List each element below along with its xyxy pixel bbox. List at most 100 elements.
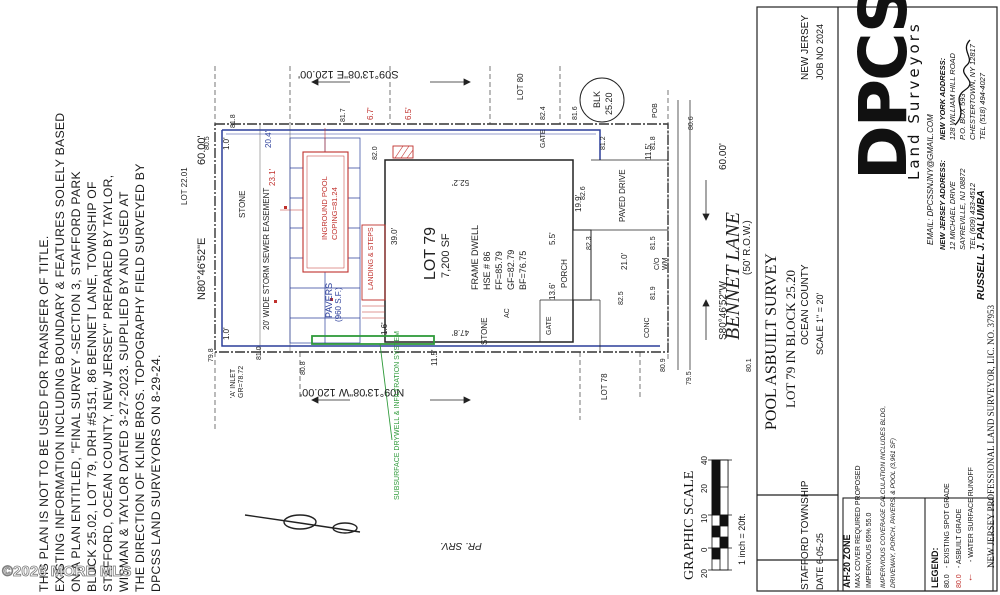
signature xyxy=(954,39,971,126)
dwelling-line: GF=82.79 xyxy=(506,249,516,290)
spot-grade: 80.1 xyxy=(746,358,753,372)
paved-drive-label: PAVED DRIVE xyxy=(618,169,627,222)
dwelling-line: HSE # 86 xyxy=(482,251,492,290)
dim-label: 13.6' xyxy=(548,282,557,300)
company-email: EMAIL: DPCSSNJNY@GMAIL.COM xyxy=(926,114,935,245)
spot-grade: 81.6 xyxy=(572,106,579,120)
county-line: OCEAN COUNTY xyxy=(800,264,811,345)
spot-grade: 82.3 xyxy=(586,236,593,250)
pr-srv-symbol xyxy=(244,514,361,534)
spot-grade: 82.6 xyxy=(580,186,587,200)
coping-label: COPING=81.24 xyxy=(330,187,339,240)
adjacent-lot-78: LOT 78 xyxy=(600,373,609,400)
drywell-label: SUBSURFACE DRYWELL & INFILTRATION SYSTEM xyxy=(394,331,401,500)
bearing-south: N09°13'08"W 120.00' xyxy=(300,386,405,398)
bearing-east-dist: 60.00' xyxy=(718,143,729,170)
dim-label: 11.5' xyxy=(430,349,439,366)
zone-header: MAX COVER REQUIRED PROPOSED xyxy=(855,465,862,588)
spot-grade: 82.0 xyxy=(372,146,379,160)
legend-runoff: - WATER SURFACE RUNOFF xyxy=(968,467,975,562)
spot-grade: 81.0 xyxy=(256,346,263,360)
survey-title: POOL ASBUILT SURVEY xyxy=(763,253,780,430)
spot-grade: 81.8 xyxy=(650,136,657,150)
bearing-north: S09°13'08"E 120.00' xyxy=(298,68,399,80)
legend-existing-symbol: 80.0 xyxy=(944,574,951,588)
dim-label: 39.0' xyxy=(390,227,399,245)
graphic-scale-tick: 20 xyxy=(700,569,709,578)
block-badge-value: 25.20 xyxy=(604,92,614,115)
surveyor-name: RUSSELL J. PALUMBA xyxy=(976,190,987,300)
company-nj-line: SAYREVILLE, NJ 08872 xyxy=(958,168,967,250)
graphic-scale-title: GRAPHIC SCALE xyxy=(682,470,697,580)
adjacent-lot-80: LOT 80 xyxy=(516,73,525,100)
legend-frame xyxy=(842,497,994,592)
spot-grade: 81.7 xyxy=(340,108,347,122)
graphic-scale-tick: 10 xyxy=(700,514,709,523)
lot-block-line: LOT 79 IN BLOCK 25.20 xyxy=(783,269,798,408)
graphic-scale-bar xyxy=(708,459,732,571)
spot-grade: 80.9 xyxy=(660,358,667,372)
graphic-scale-tick: 20 xyxy=(700,484,709,493)
zone-note: DRIVEWAY, PORCH, PAVERS, & POOL (3,961 S… xyxy=(890,438,897,588)
property-line xyxy=(214,123,669,353)
gate-top-label: GATE xyxy=(540,129,547,148)
dwelling-line: FRAME DWELL xyxy=(470,224,480,290)
dim-label: 21.0' xyxy=(620,252,629,270)
pavers-label: PAVERS xyxy=(324,282,334,318)
dim-label: 23.1' xyxy=(268,168,277,186)
easement-label: 20' WIDE STORM SEWER EASEMENT xyxy=(262,187,271,330)
date-line: DATE 6-05-25 xyxy=(815,533,825,590)
stone-left-label: STONE xyxy=(238,190,247,218)
frame-dwelling xyxy=(384,159,574,343)
spot-grade: 81.8 xyxy=(230,114,237,128)
porch-label: PORCH xyxy=(560,259,569,288)
lot-title: LOT 79 xyxy=(422,226,439,280)
dim-label: 1.0' xyxy=(222,137,231,150)
dim-label: 5.5' xyxy=(548,232,557,245)
spot-grade: 82.4 xyxy=(540,106,547,120)
street-row: (50' R.O.W.) xyxy=(742,220,753,275)
pavers-sf-label: (960 S.F.) xyxy=(334,287,343,322)
fence-line xyxy=(221,129,660,347)
gate-bottom-label: GATE xyxy=(546,316,553,335)
inground-pool xyxy=(302,151,349,273)
surveyor-license: NEW JERSEY PROFESSIONAL LAND SURVEYOR, L… xyxy=(986,305,996,568)
legend-asbuilt-symbol: 80.0 xyxy=(956,574,963,588)
spot-grade: 80.6 xyxy=(688,116,695,130)
pr-srv-label: PR. SRV. xyxy=(440,540,482,551)
pob-label: POB xyxy=(652,103,659,118)
bearing-arrows xyxy=(311,78,710,404)
drywell xyxy=(311,335,435,345)
spot-grade: 82.5 xyxy=(618,291,625,305)
pool-markers xyxy=(274,206,333,303)
inlet-label: 'A' INLET xyxy=(230,368,237,398)
pool-label: INGROUND POOL xyxy=(320,176,329,240)
wm-label: WM xyxy=(662,257,669,270)
graphic-scale-tick: 40 xyxy=(700,456,709,465)
mls-watermark: ©2026 MORE MLS xyxy=(2,563,132,581)
co-label: C/O xyxy=(654,257,661,270)
inlet-gr-label: GR=78.72 xyxy=(238,365,245,398)
lot-area: 7,200 SF xyxy=(440,233,452,278)
dim-label: 1.0' xyxy=(222,327,231,340)
spot-grade: 81.9 xyxy=(650,286,657,300)
stone-bottom-label: STONE xyxy=(480,317,489,345)
ac-label: AC xyxy=(504,308,511,318)
state-line: NEW JERSEY xyxy=(800,14,811,80)
spot-grade: 79.5 xyxy=(686,371,693,385)
landing-label: LANDING & STEPS xyxy=(368,227,375,290)
runoff-arrow-icon: ↓ xyxy=(968,572,973,583)
graphic-scale-tick: 0 xyxy=(700,547,709,552)
spot-grade: 80.8 xyxy=(300,361,307,375)
dim-label: 6.5' xyxy=(404,107,413,120)
dwelling-line: FF=85.79 xyxy=(494,251,504,290)
spot-grade: 80.5 xyxy=(204,136,211,150)
spot-grade: 79.8 xyxy=(208,348,215,362)
block-badge-label: BLK xyxy=(592,90,602,108)
zone-title: AH-20 ZONE xyxy=(842,534,852,588)
company-subtitle: Land Surveyors xyxy=(905,21,923,180)
dim-label: 6.7' xyxy=(366,107,375,120)
spot-grade: 81.5 xyxy=(650,236,657,250)
